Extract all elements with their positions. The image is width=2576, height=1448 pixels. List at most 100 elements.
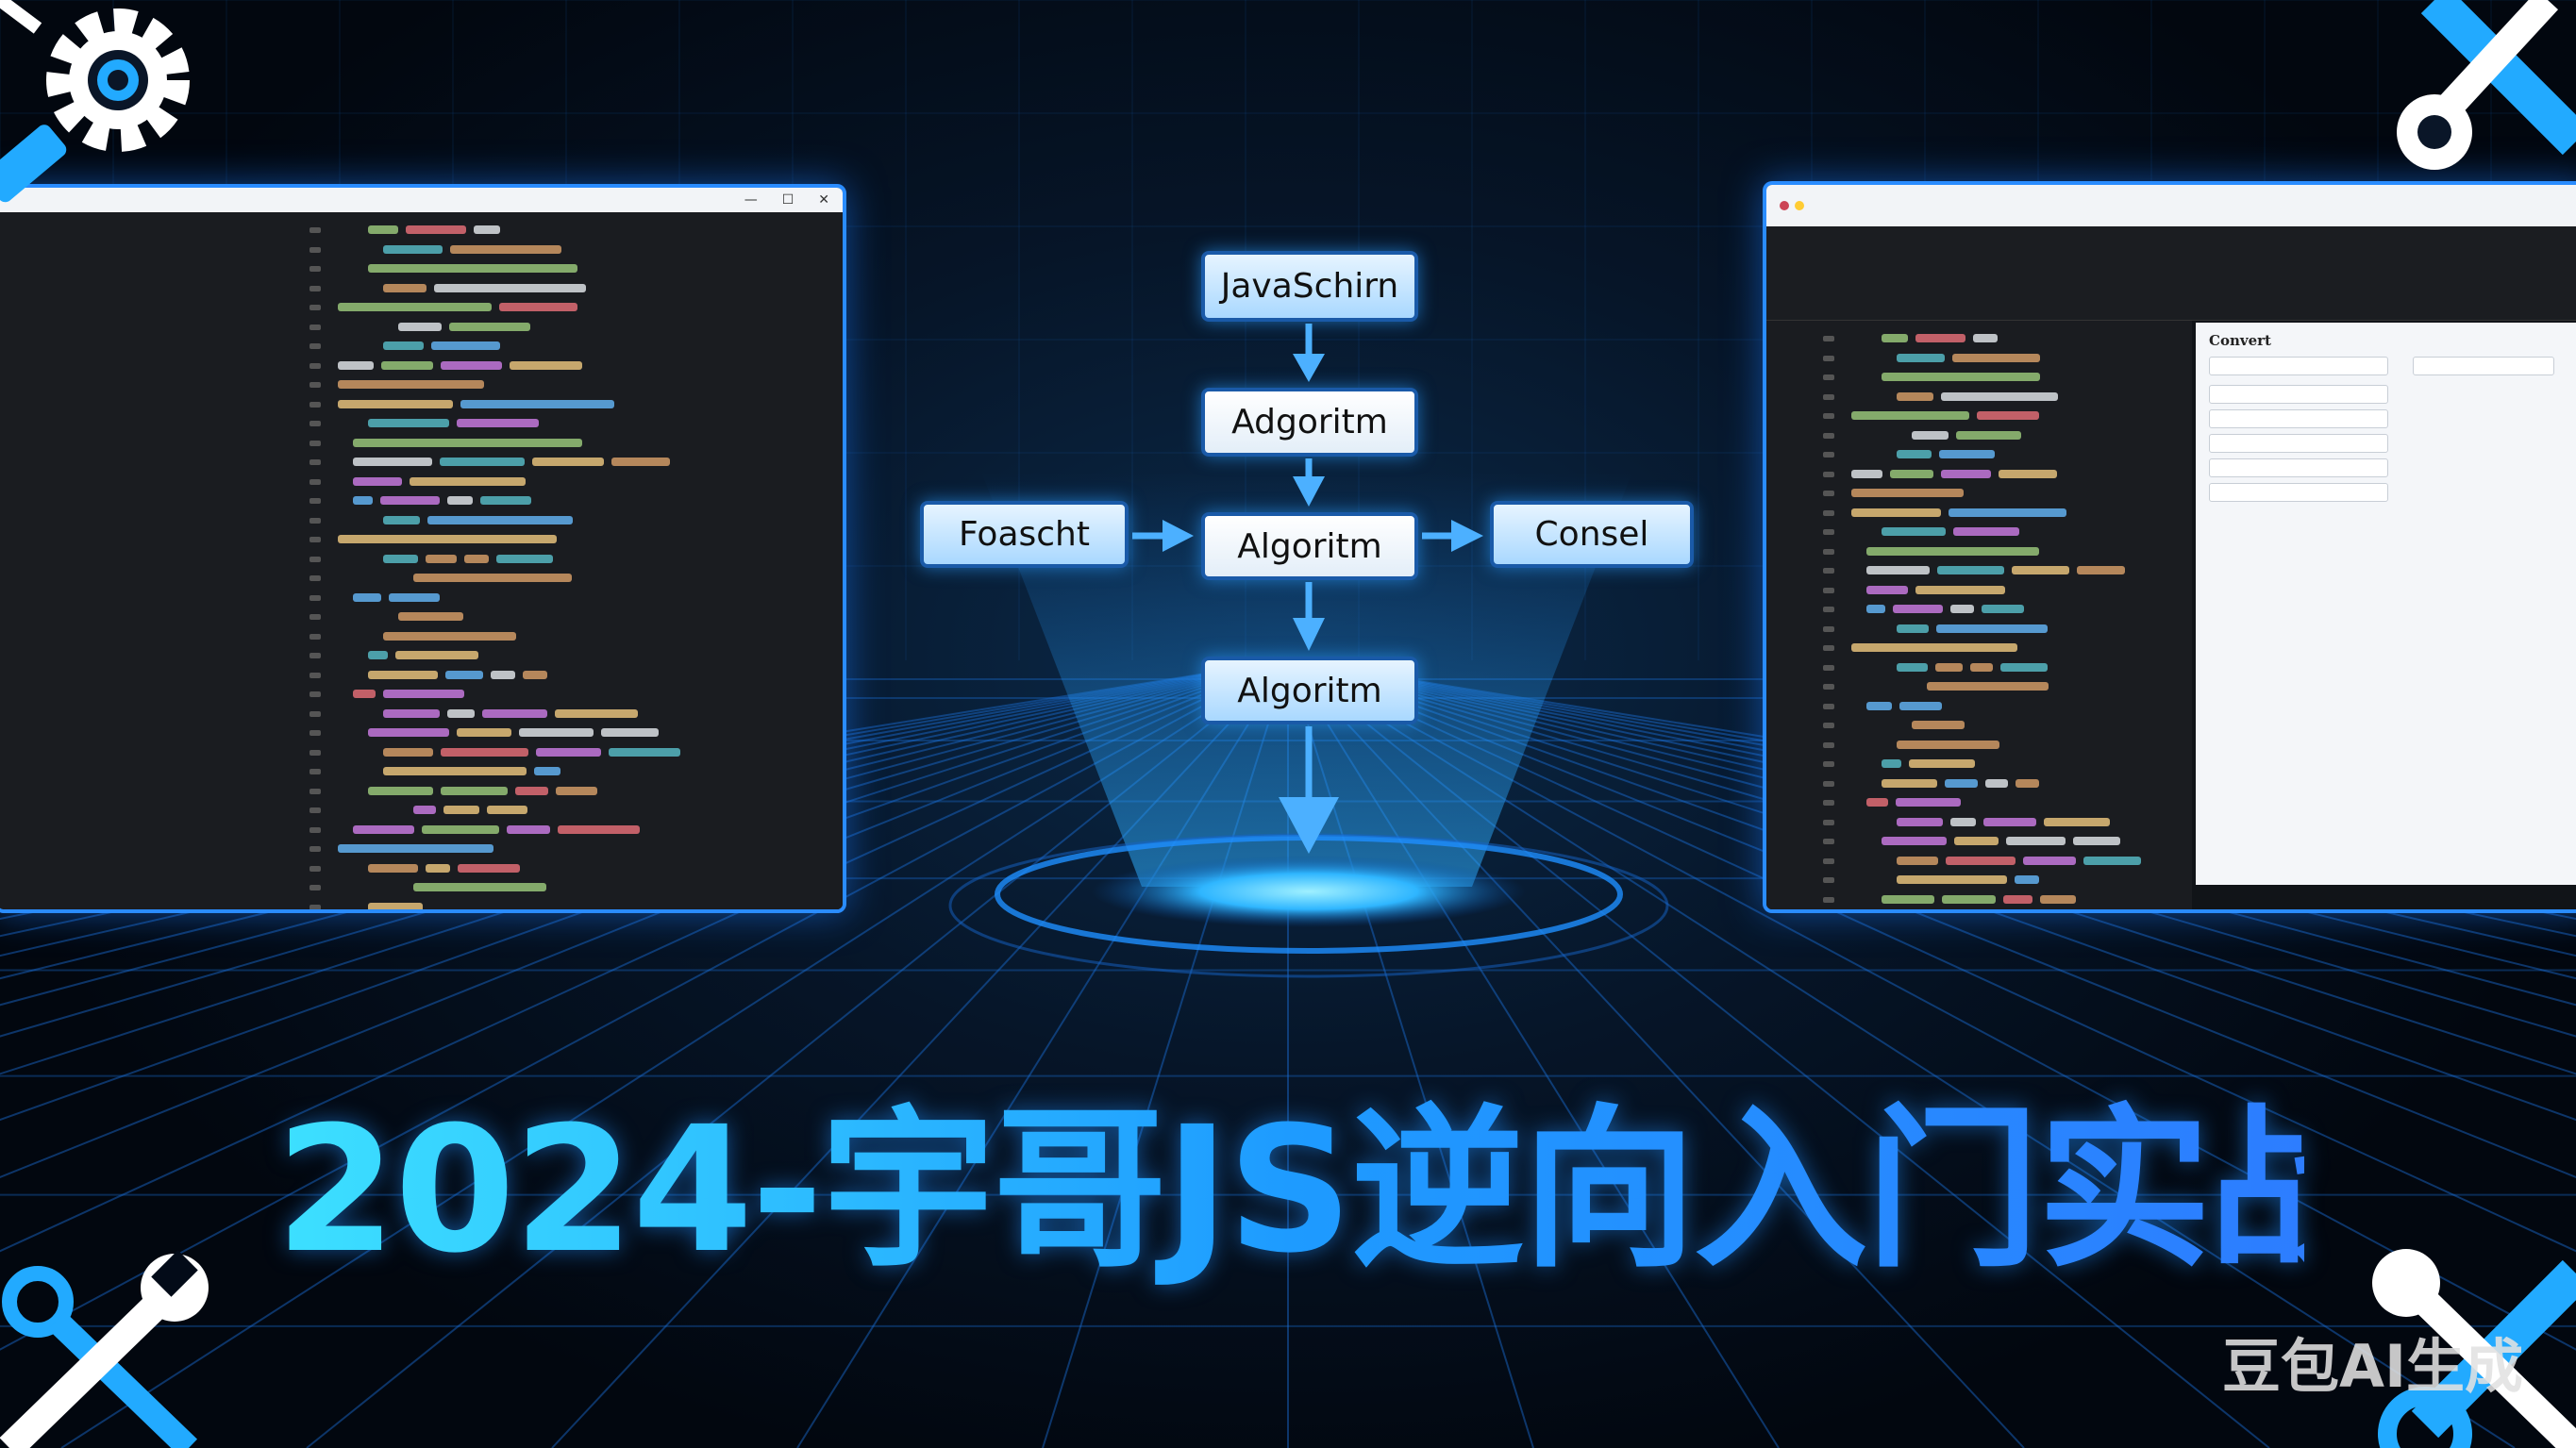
code-token xyxy=(338,360,374,370)
ai-generated-watermark: 豆包AI生成 xyxy=(2222,1332,2524,1401)
line-number xyxy=(1823,723,1834,728)
code-token xyxy=(1897,875,2008,884)
code-token xyxy=(480,496,532,505)
line-number xyxy=(309,749,321,756)
code-token xyxy=(1882,373,2040,381)
arrow-head xyxy=(1279,797,1339,854)
code-token xyxy=(490,670,515,679)
grid-line xyxy=(0,659,1289,1075)
line-number xyxy=(309,788,321,794)
grid-line xyxy=(1287,659,2576,1253)
code-token xyxy=(1935,624,2049,633)
window-titlebar: — ☐ ✕ xyxy=(0,188,843,212)
code-token xyxy=(431,341,500,350)
code-token xyxy=(2022,856,2076,865)
code-token xyxy=(1999,469,2057,478)
line-number xyxy=(1823,703,1834,709)
code-token xyxy=(368,264,577,273)
code-token xyxy=(473,225,500,234)
code-token xyxy=(441,360,503,370)
code-token xyxy=(353,476,403,486)
code-token xyxy=(1985,778,2009,788)
code-token xyxy=(353,496,373,505)
code-token xyxy=(1952,353,2040,362)
close-icon[interactable]: ✕ xyxy=(818,192,829,208)
code-token xyxy=(1953,527,2019,536)
code-token xyxy=(338,535,558,543)
line-number xyxy=(1823,587,1834,593)
code-token xyxy=(1882,778,1938,788)
dropdown[interactable] xyxy=(2413,357,2554,375)
wrench-icon xyxy=(2397,0,2576,170)
dropdown[interactable] xyxy=(2209,385,2388,404)
code-token xyxy=(1955,430,2021,440)
dropdown[interactable] xyxy=(2209,434,2388,453)
code-token xyxy=(398,322,442,331)
line-number xyxy=(309,807,321,813)
line-number xyxy=(1823,684,1834,690)
grid-line xyxy=(1287,659,2576,1075)
code-token xyxy=(556,786,597,795)
dropdown[interactable] xyxy=(2209,357,2388,375)
convert-panel: Convert xyxy=(2196,323,2576,885)
code-token xyxy=(2040,894,2076,904)
code-token xyxy=(395,651,478,659)
grid-line xyxy=(0,659,1289,1122)
code-token xyxy=(1972,334,1998,342)
code-token xyxy=(410,476,527,486)
code-token xyxy=(368,419,449,427)
code-token xyxy=(383,341,425,350)
dropdown[interactable] xyxy=(2209,483,2388,502)
minimize-icon[interactable]: — xyxy=(744,192,758,208)
line-number xyxy=(309,537,321,542)
line-number xyxy=(1823,432,1834,439)
line-number xyxy=(309,594,321,601)
code-token xyxy=(368,728,450,737)
code-token xyxy=(1897,817,1944,826)
code-token xyxy=(1851,508,1941,517)
line-number xyxy=(1823,452,1834,458)
line-number xyxy=(1823,491,1834,496)
code-token xyxy=(1942,894,1997,904)
code-token xyxy=(1851,643,2017,652)
code-token xyxy=(1897,662,1928,672)
code-token xyxy=(1927,682,2049,691)
grid-line xyxy=(60,659,1289,1448)
code-token xyxy=(1882,334,1909,342)
code-token xyxy=(338,399,454,408)
line-number xyxy=(1823,374,1834,380)
code-token xyxy=(608,747,681,757)
code-token xyxy=(353,690,376,698)
maximize-icon[interactable]: ☐ xyxy=(781,192,795,208)
code-token xyxy=(1950,817,1976,826)
line-number xyxy=(309,285,321,291)
code-token xyxy=(1934,662,1963,672)
code-token xyxy=(460,399,615,408)
code-token xyxy=(441,786,509,795)
code-token xyxy=(446,708,475,718)
code-token xyxy=(2003,894,2033,904)
arrow-head xyxy=(1451,520,1483,552)
code-token xyxy=(1890,469,1933,478)
code-token xyxy=(2083,856,2141,865)
line-number xyxy=(309,633,321,640)
grid-line xyxy=(0,659,1289,1253)
dropdown[interactable] xyxy=(2209,409,2388,428)
line-number xyxy=(1823,664,1834,671)
grid-line xyxy=(1287,659,2576,1122)
code-token xyxy=(383,690,465,698)
code-token xyxy=(2000,662,2048,672)
code-token xyxy=(555,708,639,718)
line-number xyxy=(309,478,321,485)
line-number xyxy=(309,614,321,620)
code-token xyxy=(353,458,433,466)
code-token xyxy=(534,767,561,775)
code-token xyxy=(383,708,440,718)
line-number xyxy=(1823,529,1834,535)
code-token xyxy=(426,863,451,873)
dropdown[interactable] xyxy=(2209,458,2388,477)
line-number xyxy=(1823,800,1834,806)
code-token xyxy=(1851,489,1965,497)
line-number xyxy=(1823,607,1834,612)
